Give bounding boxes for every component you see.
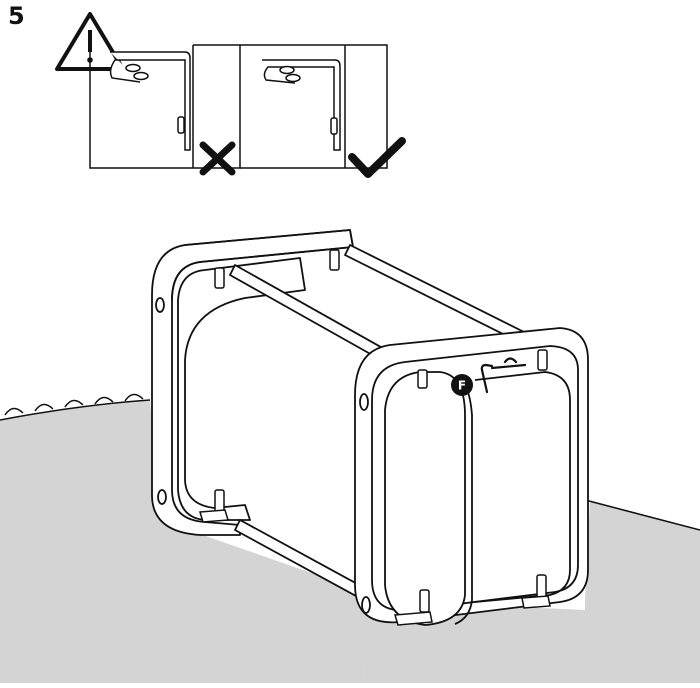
- corner-brackets: [199, 249, 551, 626]
- cabinet-frame: [151, 229, 589, 626]
- detail-panel-correct: [240, 44, 388, 169]
- part-letter: F: [458, 379, 466, 393]
- rug-fringe: [4, 393, 144, 416]
- check-mark-icon: [348, 137, 406, 178]
- allen-key-icon: [480, 357, 527, 394]
- part-label-f: F: [451, 374, 473, 396]
- floor: [0, 399, 700, 683]
- step-number: 5: [8, 2, 25, 30]
- cross-mark-icon: [199, 141, 236, 176]
- detail-panel-wrong: [89, 44, 241, 169]
